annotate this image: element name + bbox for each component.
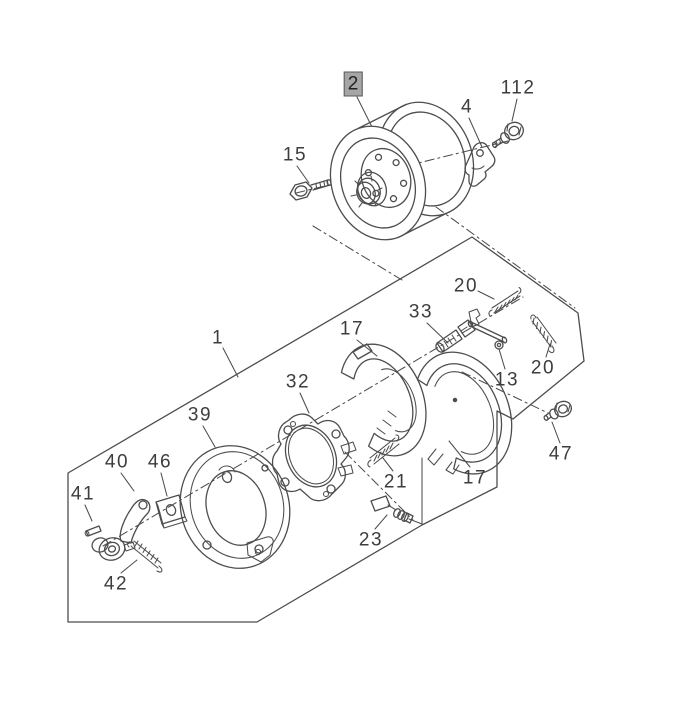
part-label-33[interactable]: 33 [408,301,434,323]
part-label-40[interactable]: 40 [104,451,130,473]
anchor-flange-32 [271,413,357,502]
part-label-21[interactable]: 21 [383,471,409,493]
part-label-42[interactable]: 42 [103,573,129,595]
bracket-4 [464,142,496,187]
part-label-1[interactable]: 1 [211,327,225,349]
part-label-17[interactable]: 17 [339,318,365,340]
lever-40 [91,498,151,561]
part-label-112[interactable]: 112 [500,77,536,99]
part-label-20[interactable]: 20 [453,275,479,297]
brake-shoe-17-right [416,351,513,475]
spring-42 [127,540,163,573]
pin-projection-line [408,457,423,525]
rod-13 [467,320,508,350]
spring-21 [367,434,400,468]
assembly-boundary-box [67,236,585,623]
part-label-39[interactable]: 39 [187,404,213,426]
part-label-17[interactable]: 17 [462,467,488,489]
bolt-15 [289,179,332,201]
hold-down-pin-23 [370,495,414,524]
spring-20-upper [488,286,522,317]
part-label-13[interactable]: 13 [494,369,520,391]
part-label-2[interactable]: 2 [343,71,363,97]
leader-lines [84,96,561,574]
bolt-112 [491,121,524,149]
part-label-41[interactable]: 41 [70,483,96,505]
brake-drum [329,101,475,241]
part-label-47[interactable]: 47 [548,443,574,465]
plate-46 [155,494,188,529]
drum-splined-hub [350,171,388,208]
bolt-47 [543,400,572,421]
part-label-15[interactable]: 15 [282,144,308,166]
spring-20-lower [530,314,557,354]
adjuster-33 [435,319,476,353]
part-label-23[interactable]: 23 [358,529,384,551]
part-label-20[interactable]: 20 [530,357,556,379]
part-label-4[interactable]: 4 [460,96,474,118]
backing-plate-39 [179,445,291,569]
part-label-32[interactable]: 32 [285,371,311,393]
brake-shoe-17-left [340,343,427,457]
part-label-46[interactable]: 46 [147,451,173,473]
pin-41 [84,525,102,537]
